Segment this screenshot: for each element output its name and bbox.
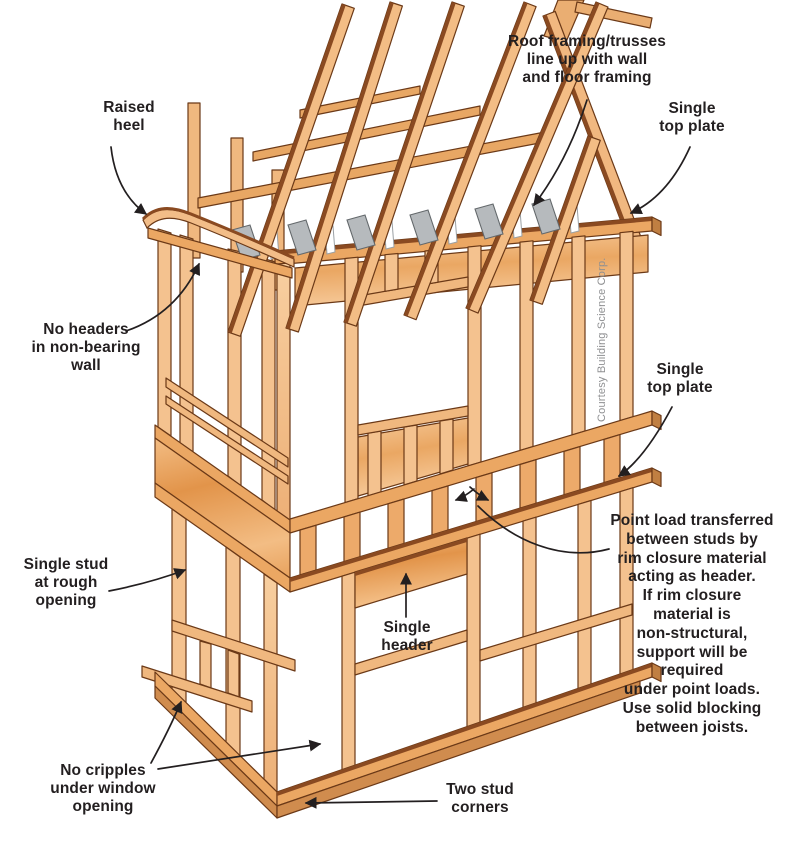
label-no-cripples: No cripples under window opening [50,762,156,815]
bottom-plates [154,662,662,819]
lower-left-wall [141,508,296,793]
lower-front-wall [341,487,634,781]
leader-arrows [108,99,691,809]
label-two-stud-corners: Two stud corners [446,781,514,816]
raised-heel-eave [141,207,295,279]
mid-floor-band [154,410,662,593]
upper-front-wall [344,230,634,504]
label-point-load: Point load transferred between studs by … [610,512,774,736]
label-raised-heel: Raised heel [103,99,155,134]
label-single-top-plate-mid: Single top plate [647,361,713,396]
label-single-header: Single header [381,619,433,654]
label-single-top-plate-upper: Single top plate [659,100,725,135]
label-credit: Courtesy Building Science Corp. [596,257,608,422]
label-single-stud: Single stud at rough opening [23,556,109,609]
label-no-headers: No headers in non-bearing wall [31,321,141,374]
label-roof-framing: Roof framing/trusses line up with wall a… [508,33,666,86]
